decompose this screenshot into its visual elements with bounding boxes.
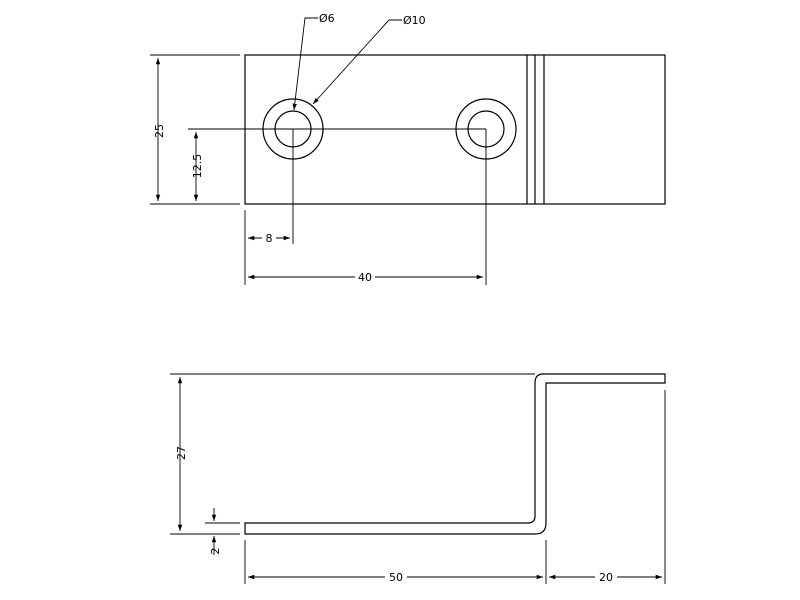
dim-side-height-label: 27 xyxy=(175,446,188,460)
side-view: 27 2 50 20 xyxy=(170,373,666,584)
bracket-profile xyxy=(244,373,666,535)
top-view-outline xyxy=(244,54,666,205)
dim-center-height-label: 12.5 xyxy=(191,154,204,179)
dim-label-bg xyxy=(595,570,617,584)
hole-small-label: Ø6 xyxy=(319,12,335,25)
dim-label-bg xyxy=(385,570,407,584)
leader-large-hole xyxy=(312,19,402,105)
dim-thickness-label: 2 xyxy=(209,548,222,555)
dim-height-label: 25 xyxy=(153,124,166,138)
dim-hole-spacing-label: 40 xyxy=(358,271,372,284)
top-view: 25 12.5 8 40 Ø6 Ø10 xyxy=(150,12,666,285)
dim-flange-length-label: 20 xyxy=(599,571,613,584)
dim-label-bg xyxy=(262,231,276,245)
dim-label-bg xyxy=(355,270,375,284)
dim-edge-hole-label: 8 xyxy=(266,232,273,245)
leader-small-hole xyxy=(292,17,318,111)
dim-base-length-label: 50 xyxy=(389,571,403,584)
hole-large-label: Ø10 xyxy=(403,14,426,27)
